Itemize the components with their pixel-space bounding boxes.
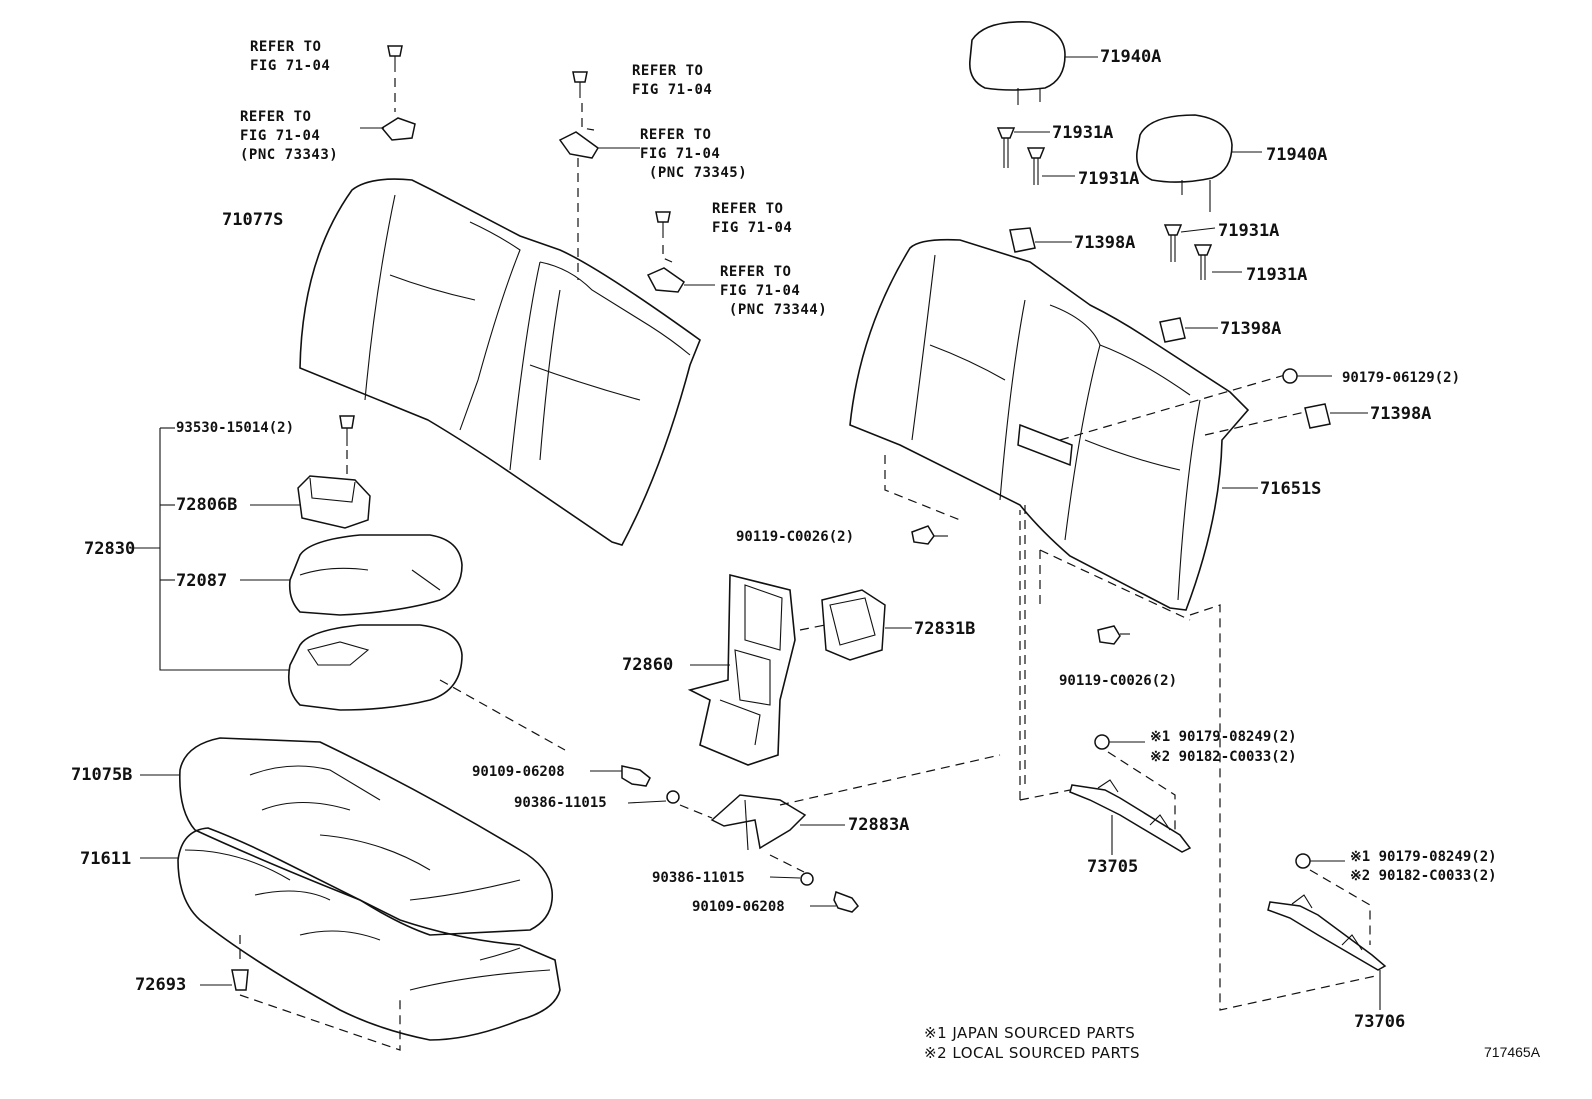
part-label-72830: 72830 bbox=[84, 539, 136, 559]
reference-note-1: REFER TO FIG 71-04 bbox=[250, 39, 331, 74]
part-label-72693: 72693 bbox=[135, 975, 187, 995]
hinge-bracket bbox=[590, 754, 1001, 913]
figure-id: 717465A bbox=[1484, 1044, 1541, 1060]
right-fasteners bbox=[911, 368, 1371, 945]
fastener-label-93530-15014: 93530-15014(2) bbox=[176, 420, 295, 436]
part-label-71931A-3: 71931A bbox=[1218, 221, 1280, 241]
part-label-71398A-2: 71398A bbox=[1220, 319, 1282, 339]
footnote-japan-sourced: ※1 JAPAN SOURCED PARTS bbox=[924, 1024, 1136, 1042]
fastener-label-90386-11015-lower: 90386-11015 bbox=[652, 870, 745, 886]
part-label-71931A-2: 71931A bbox=[1078, 169, 1140, 189]
seatback-frame-right bbox=[849, 238, 1381, 1011]
track-brackets bbox=[1069, 779, 1387, 1010]
part-label-72883A: 72883A bbox=[848, 815, 910, 835]
part-label-71075B: 71075B bbox=[71, 765, 133, 785]
part-label-71398A-3: 71398A bbox=[1370, 404, 1432, 424]
center-bracket bbox=[687, 573, 912, 766]
footnote-local-sourced: ※2 LOCAL SOURCED PARTS bbox=[924, 1044, 1140, 1062]
seat-cushion bbox=[140, 737, 561, 1051]
reference-note-6: REFER TO FIG 71-04 (PNC 73344) bbox=[720, 264, 828, 318]
fastener-label-90386-11015-upper: 90386-11015 bbox=[514, 795, 607, 811]
part-label-71651S: 71651S bbox=[1260, 479, 1322, 499]
fastener-label-90119-C0026-upper: 90119-C0026(2) bbox=[736, 529, 855, 545]
fastener-label-90109-06208-lower: 90109-06208 bbox=[692, 899, 785, 915]
part-label-72087: 72087 bbox=[176, 571, 228, 591]
part-label-71940A-lower: 71940A bbox=[1266, 145, 1328, 165]
part-label-72806B: 72806B bbox=[176, 495, 238, 515]
reference-note-2: REFER TO FIG 71-04 (PNC 73343) bbox=[240, 109, 339, 163]
headrests bbox=[968, 21, 1368, 429]
part-label-73706: 73706 bbox=[1354, 1012, 1406, 1032]
fastener-label-90179-06129: 90179-06129(2) bbox=[1342, 370, 1461, 386]
part-label-71077S: 71077S bbox=[222, 210, 284, 230]
part-label-71931A-1: 71931A bbox=[1052, 123, 1114, 143]
part-label-72860: 72860 bbox=[622, 655, 674, 675]
seatback-cover-left bbox=[299, 178, 701, 546]
part-label-72831B: 72831B bbox=[914, 619, 976, 639]
fastener-label-73705-local: ※2 90182-C0033(2) bbox=[1150, 749, 1297, 765]
fastener-label-73705-japan: ※1 90179-08249(2) bbox=[1150, 729, 1297, 745]
part-label-71611: 71611 bbox=[80, 849, 132, 869]
reference-note-3: REFER TO FIG 71-04 bbox=[632, 63, 713, 98]
fastener-label-90119-C0026-lower: 90119-C0026(2) bbox=[1059, 673, 1178, 689]
fastener-label-73706-japan: ※1 90179-08249(2) bbox=[1350, 849, 1497, 865]
fastener-label-90109-06208-upper: 90109-06208 bbox=[472, 764, 565, 780]
part-label-71940A-upper: 71940A bbox=[1100, 47, 1162, 67]
reference-note-5: REFER TO FIG 71-04 bbox=[712, 201, 793, 236]
part-label-71931A-4: 71931A bbox=[1246, 265, 1308, 285]
reference-note-4: REFER TO FIG 71-04 (PNC 73345) bbox=[640, 127, 748, 181]
part-label-73705: 73705 bbox=[1087, 857, 1139, 877]
fastener-label-73706-local: ※2 90182-C0033(2) bbox=[1350, 868, 1497, 884]
reference-fasteners bbox=[360, 45, 715, 293]
part-label-71398A-1: 71398A bbox=[1074, 233, 1136, 253]
armrest-assembly bbox=[130, 415, 566, 751]
